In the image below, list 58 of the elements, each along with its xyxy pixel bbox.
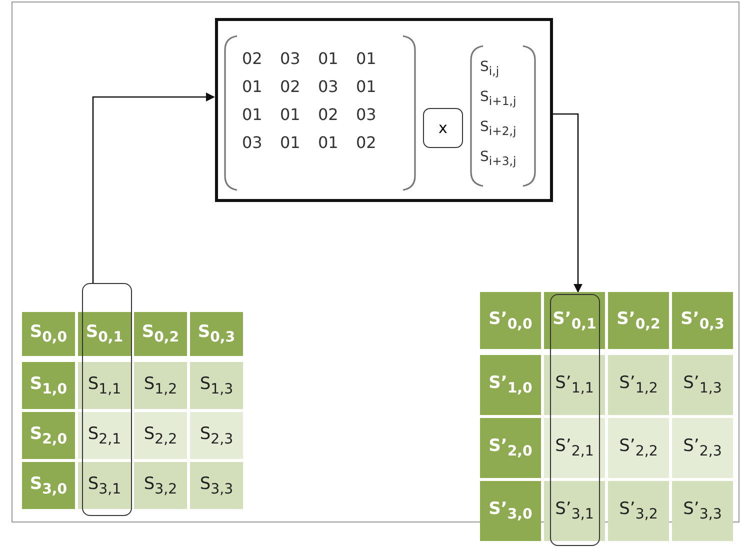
matrix-entry: 01 [318,49,338,68]
matrix-entry: 02 [318,105,338,124]
operator-box: x [423,108,463,148]
table-cell: S$_{3,3}$ [190,462,243,509]
header-cell: S$_{2,0}$ [22,412,75,459]
vector-entry: S$_{i+2,j}$ [480,119,516,138]
table-cell: S$_{3,2}$ [134,462,187,509]
header-cell: S’$_{0,2}$ [608,292,669,349]
arrow [553,113,583,293]
table-cell: S$_{2,2}$ [134,412,187,459]
header-cell: S$_{0,2}$ [134,312,187,356]
matrix-entry: 01 [356,77,376,96]
header-cell: S$_{0,0}$ [22,312,75,356]
header-cell: S$_{3,0}$ [22,462,75,509]
matrix-entry: 01 [356,49,376,68]
vector-entry: S$_{i+1,j}$ [480,89,516,108]
matrix-entry: 03 [356,105,376,124]
arrow [92,92,215,283]
vector-entry: S$_{i,j}$ [480,59,500,78]
table-cell: S$_{1,2}$ [134,362,187,409]
matrix-entry: 03 [242,133,262,152]
matrix-entry: 01 [280,133,300,152]
matrix-entry: 02 [242,49,262,68]
table-cell: S’$_{1,1}$ [544,355,605,415]
table-cell: S$_{3,1}$ [78,462,131,509]
table-cell: S$_{1,1}$ [78,362,131,409]
column-highlight [550,294,600,546]
matrix-entry: 02 [280,77,300,96]
column-highlight [82,283,132,516]
header-cell: S’$_{0,0}$ [480,292,541,349]
operation-box [215,18,553,202]
header-cell: S’$_{2,0}$ [480,418,541,478]
header-cell: S’$_{3,0}$ [480,481,541,541]
header-cell: S$_{0,3}$ [190,312,243,356]
table-cell: S’$_{3,3}$ [672,481,733,541]
table-cell: S’$_{2,3}$ [672,418,733,478]
header-cell: S$_{1,0}$ [22,362,75,409]
table-cell: S’$_{2,1}$ [544,418,605,478]
table-cell: S’$_{1,3}$ [672,355,733,415]
table-cell: S$_{2,1}$ [78,412,131,459]
header-cell: S’$_{0,3}$ [672,292,733,349]
table-cell: S’$_{1,2}$ [608,355,669,415]
matrix-entry: 01 [318,133,338,152]
table-cell: S’$_{3,1}$ [544,481,605,541]
header-cell: S’$_{0,1}$ [544,292,605,349]
matrix-entry: 03 [280,49,300,68]
header-cell: S’$_{1,0}$ [480,355,541,415]
vector-entry: S$_{i+3,j}$ [480,149,516,168]
table-cell: S’$_{2,2}$ [608,418,669,478]
header-cell: S$_{0,1}$ [78,312,131,356]
matrix-entry: 01 [280,105,300,124]
matrix-entry: 03 [318,77,338,96]
matrix-entry: 01 [242,105,262,124]
table-cell: S’$_{3,2}$ [608,481,669,541]
table-cell: S$_{1,3}$ [190,362,243,409]
table-cell: S$_{2,3}$ [190,412,243,459]
matrix-entry: 01 [242,77,262,96]
matrix-entry: 02 [356,133,376,152]
